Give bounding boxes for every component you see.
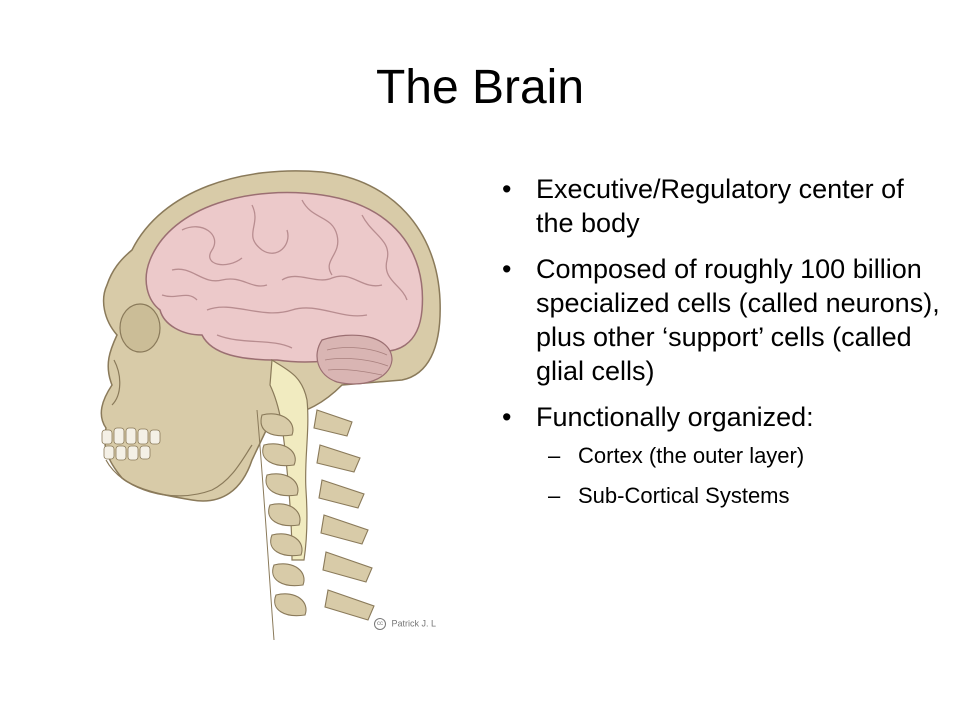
- slide-title: The Brain: [375, 61, 585, 114]
- bullet-dot: •: [502, 254, 512, 284]
- sub-bullet-text: Sub-Cortical Systems: [578, 483, 790, 508]
- vertebrae: [260, 409, 375, 621]
- bullet-text: Executive/Regulatory center of the body: [536, 174, 904, 238]
- bullet-text: Composed of roughly 100 billion speciali…: [536, 254, 940, 386]
- sub-bullet-item: – Cortex (the outer layer): [536, 442, 946, 470]
- bullet-dot: •: [502, 402, 512, 432]
- bullet-item: • Functionally organized: – Cortex (the …: [496, 400, 946, 510]
- creative-commons-icon: cc: [374, 618, 386, 630]
- bullet-item: • Composed of roughly 100 billion specia…: [496, 252, 946, 388]
- spine-column-outline: [256, 409, 275, 641]
- head-illustration: [100, 170, 441, 641]
- bullet-dot: •: [502, 174, 512, 204]
- sub-bullet-text: Cortex (the outer layer): [578, 443, 805, 468]
- sub-bullet-list: – Cortex (the outer layer) – Sub-Cortica…: [536, 442, 946, 510]
- bullet-item: • Executive/Regulatory center of the bod…: [496, 172, 946, 240]
- image-credit-text: Patrick J. L: [391, 618, 437, 629]
- sub-bullet-dash: –: [548, 443, 561, 468]
- eye-socket: [119, 303, 161, 353]
- teeth: [101, 427, 161, 461]
- nasal-cavity: [111, 359, 121, 406]
- cerebellum: [316, 334, 393, 385]
- image-credit: cc Patrick J. L: [374, 618, 436, 630]
- sub-bullet-dash: –: [548, 483, 561, 508]
- bullet-list: • Executive/Regulatory center of the bod…: [496, 172, 946, 522]
- bullet-text: Functionally organized:: [536, 402, 814, 432]
- jaw: [105, 444, 253, 497]
- brain-folds: [161, 199, 408, 349]
- cerebellum-lines: [324, 347, 389, 376]
- sub-bullet-item: – Sub-Cortical Systems: [536, 482, 946, 510]
